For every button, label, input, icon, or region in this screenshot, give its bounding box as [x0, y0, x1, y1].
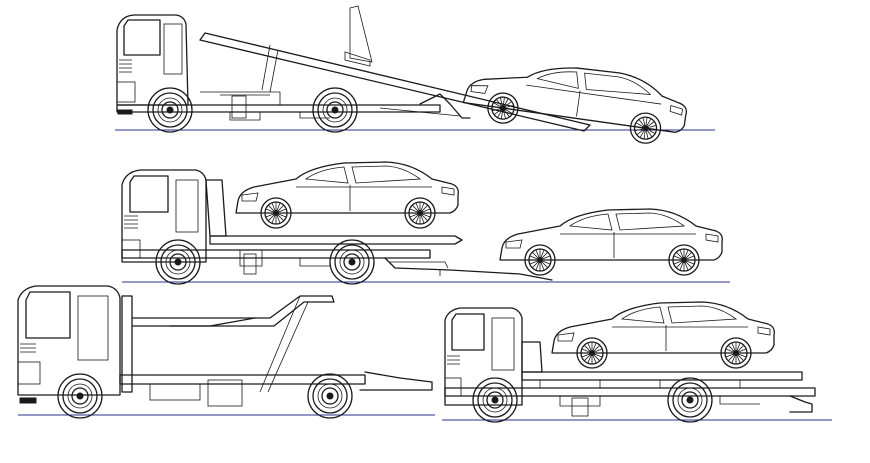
rear-wheel	[667, 377, 713, 423]
car-on-flatbed	[552, 302, 774, 368]
rear-wheel	[307, 373, 353, 419]
view-car-on-deck-and-lift	[121, 162, 730, 285]
front-wheel	[472, 377, 518, 423]
headboard	[521, 341, 543, 373]
tilt-deck	[199, 32, 591, 132]
truck-cab	[121, 169, 207, 263]
chassis-frame	[121, 249, 431, 259]
flat-deck	[209, 235, 463, 245]
truck-cab	[17, 285, 121, 404]
chassis-frame	[119, 374, 366, 385]
rear-wheel	[329, 239, 375, 285]
car-on-deck	[236, 162, 458, 228]
car-on-lift	[500, 209, 722, 275]
front-wheel	[57, 373, 103, 419]
rear-wheel	[312, 87, 358, 133]
car-on-ramp	[461, 52, 690, 148]
headboard	[205, 179, 227, 237]
view-tilt-deck-loading	[115, 5, 715, 148]
truck-cab	[116, 14, 189, 115]
view-flatbed-loaded	[442, 302, 832, 423]
rear-post	[121, 295, 133, 393]
chassis-frame	[116, 104, 441, 113]
view-empty-carrier	[17, 285, 435, 419]
front-wheel	[147, 87, 193, 133]
truck-cab	[444, 307, 523, 406]
headboard	[349, 5, 373, 63]
flat-deck	[521, 371, 803, 381]
